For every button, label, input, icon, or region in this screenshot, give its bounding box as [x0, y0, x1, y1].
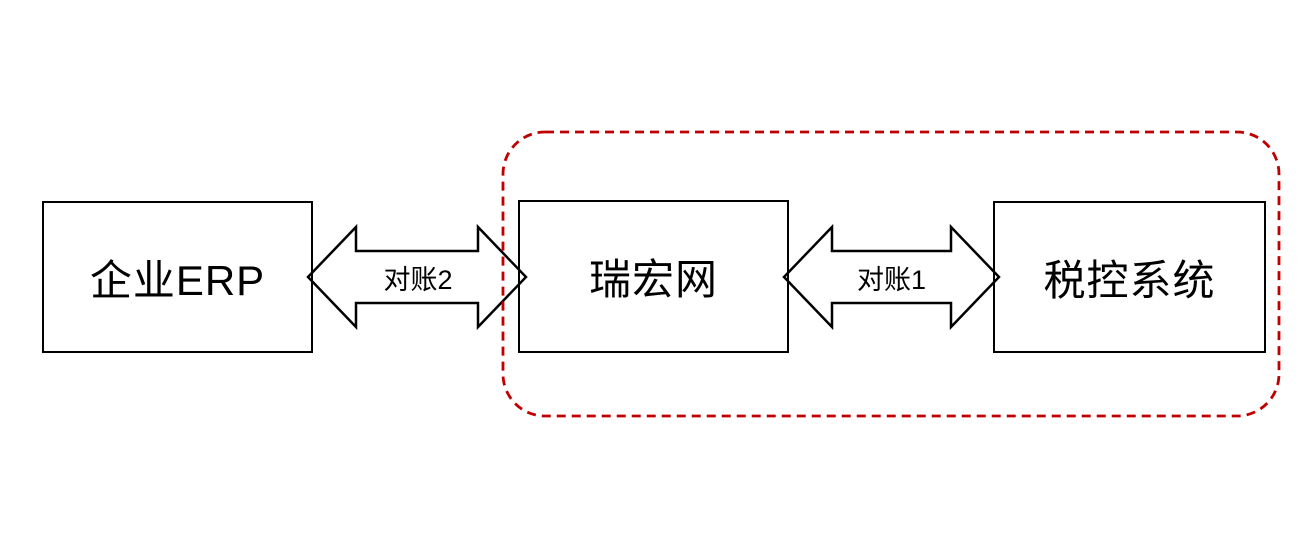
node-enterprise-erp: 企业ERP	[42, 201, 313, 353]
node-enterprise-erp-label: 企业ERP	[89, 256, 266, 304]
node-tax-control-system: 税控系统	[993, 201, 1266, 353]
arrow-label-reconciliation-2: 对账2	[383, 264, 453, 295]
node-ruihong-network-label: 瑞宏网	[588, 256, 718, 303]
double-arrow-reconciliation-1-icon	[782, 223, 1001, 331]
double-arrow-reconciliation-2-icon	[306, 223, 528, 331]
node-tax-control-system-label: 税控系统	[1043, 256, 1216, 304]
node-ruihong-network: 瑞宏网	[518, 200, 789, 353]
arrow-label-reconciliation-1: 对账1	[856, 264, 927, 295]
boundary-dashed-rect	[501, 130, 1281, 418]
